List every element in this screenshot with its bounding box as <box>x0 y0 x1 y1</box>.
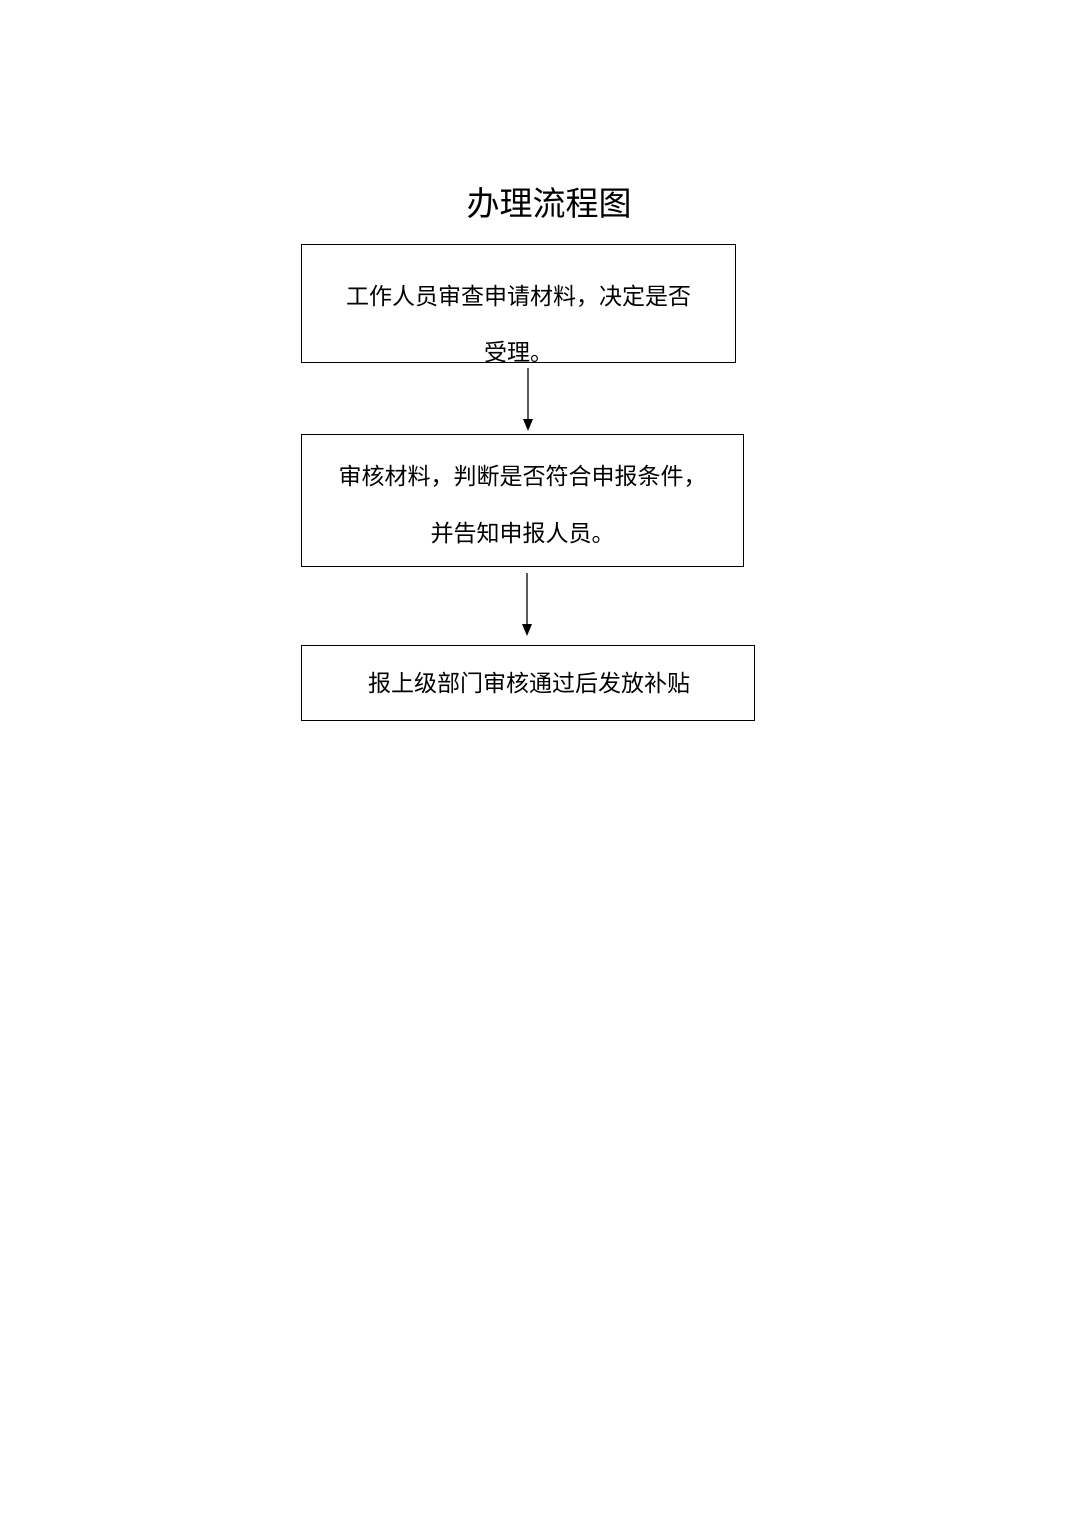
arrow-step2-to-step3 <box>522 573 532 636</box>
step-text-line: 报上级部门审核通过后发放补贴 <box>368 671 690 697</box>
flow-step-review-application: 工作人员审查申请材料，决定是否 受理。 <box>301 244 736 366</box>
flow-step-grant-subsidy: 报上级部门审核通过后发放补贴 <box>301 645 755 721</box>
arrow-step1-to-step2 <box>523 368 533 431</box>
step-text-line: 审核材料，判断是否符合申报条件， <box>338 464 707 490</box>
flow-step-check-eligibility: 审核材料，判断是否符合申报条件， 并告知申报人员。 <box>301 434 744 567</box>
step-text-line: 受理。 <box>484 340 553 366</box>
step-text-line: 工作人员审查申请材料，决定是否 <box>346 284 691 310</box>
step-text-line: 并告知申报人员。 <box>430 521 615 547</box>
diagram-title: 办理流程图 <box>466 184 632 223</box>
